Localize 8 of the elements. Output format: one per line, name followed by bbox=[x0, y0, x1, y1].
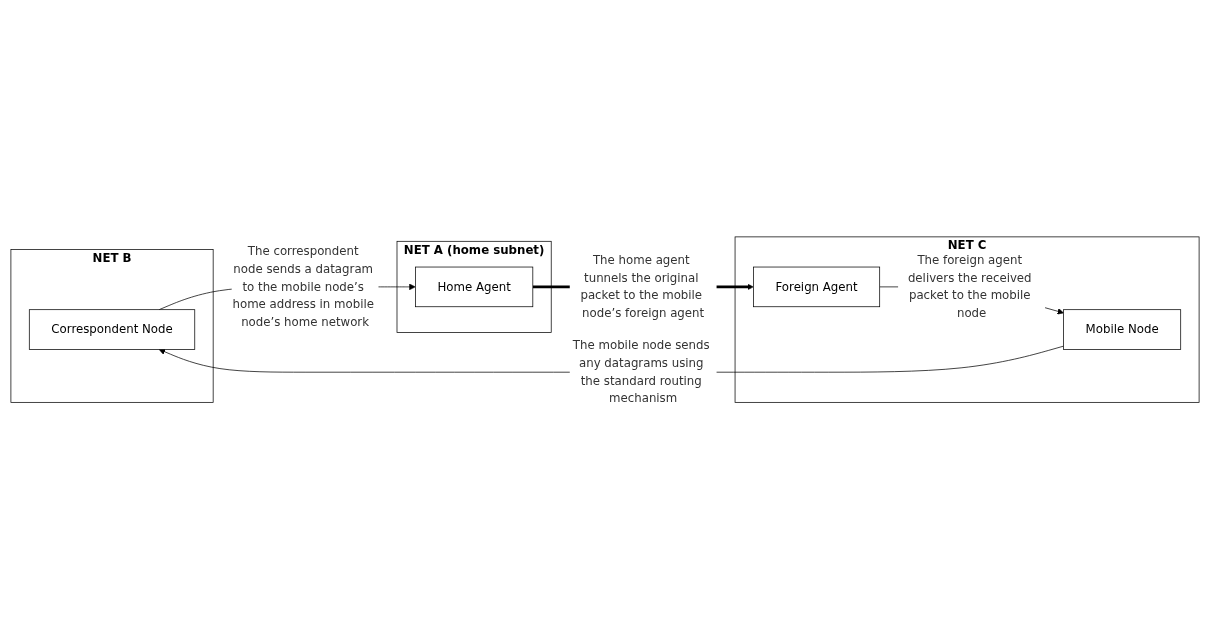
node-box: Home Agent bbox=[415, 266, 534, 307]
node-box: Foreign Agent bbox=[753, 266, 881, 307]
edge-label: The home agent tunnels the original packet to the mobile node’s foreign agent bbox=[580, 252, 705, 320]
node-box: Correspondent Node bbox=[28, 309, 196, 350]
edge-label: The foreign agent delivers the received packet to the mobile node bbox=[907, 252, 1032, 320]
node-box: Mobile Node bbox=[1063, 309, 1182, 350]
edge-label: The correspondent node sends a datagram to the mobile node’s home address in mobile node’s home network bbox=[232, 244, 374, 329]
edge-label: The mobile node sends any datagrams using the standard routing mechanism bbox=[572, 338, 710, 406]
